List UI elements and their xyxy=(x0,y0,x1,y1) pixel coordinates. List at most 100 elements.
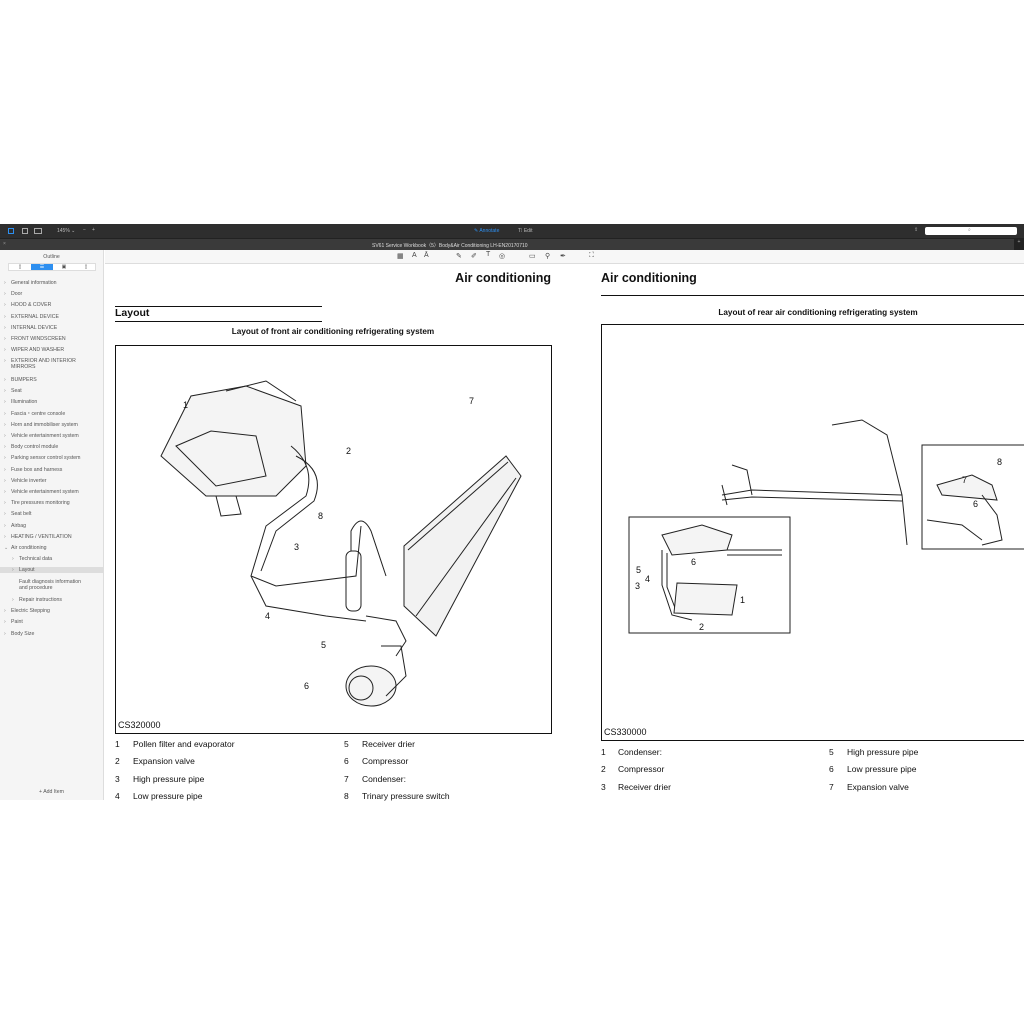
text-highlight-icon[interactable]: Ā xyxy=(424,252,429,259)
sidebar-item[interactable]: ›Technical data xyxy=(4,556,102,562)
chevron-right-icon[interactable]: › xyxy=(4,511,6,518)
chevron-right-icon[interactable]: › xyxy=(4,399,6,406)
sidebar-item[interactable]: ›Paint xyxy=(4,619,102,625)
chevron-right-icon[interactable]: › xyxy=(12,567,14,574)
outline-tab-icon[interactable]: ☰ xyxy=(31,264,53,270)
image-tab-icon[interactable]: ▣ xyxy=(61,264,67,270)
sidebar-item[interactable]: ›Fascia・centre console xyxy=(4,411,102,417)
chevron-right-icon[interactable]: › xyxy=(4,421,6,428)
legend-label: Trinary pressure switch xyxy=(362,790,450,801)
sidebar-item[interactable]: ›Vehicle entertainment system xyxy=(4,433,102,439)
crop-icon[interactable]: ⛶ xyxy=(589,252,594,259)
edit-button[interactable]: T⁞ Edit xyxy=(518,228,533,234)
text-style-icon[interactable]: A xyxy=(412,252,417,259)
text-box-icon[interactable]: ▦ xyxy=(397,253,404,260)
sidebar-item[interactable]: ›Body Size xyxy=(4,631,102,637)
zoom-select[interactable]: 145% ⌄ xyxy=(57,228,76,234)
sidebar-item[interactable]: ›Tire pressures monitoring xyxy=(4,500,102,506)
stamp-icon[interactable]: ⚲ xyxy=(545,253,551,260)
chevron-right-icon[interactable]: › xyxy=(4,500,6,507)
sidebar-item[interactable]: ›Seat belt xyxy=(4,511,102,517)
sidebar-item[interactable]: ›HOOD & COVER xyxy=(4,302,102,308)
sidebar-item[interactable]: ›Horn and immobiliser system xyxy=(4,422,102,428)
divider xyxy=(115,321,322,322)
sidebar-item[interactable]: ›Body control module xyxy=(4,444,102,450)
chevron-right-icon[interactable]: › xyxy=(4,302,6,309)
chevron-down-icon[interactable]: ⌄ xyxy=(4,544,9,551)
chevron-right-icon[interactable]: › xyxy=(4,466,6,473)
sidebar-item[interactable]: ›Vehicle entertainment system xyxy=(4,489,102,495)
sidebar-item[interactable]: ›General information xyxy=(4,280,102,286)
single-page-view-icon[interactable] xyxy=(8,228,14,234)
callout-4: 4 xyxy=(265,611,271,621)
add-item-button[interactable]: + Add Item xyxy=(39,789,64,795)
sidebar-item[interactable]: ⌄Air conditioning xyxy=(4,545,102,551)
zoom-in-button[interactable]: + xyxy=(92,227,95,233)
legend-number: 2 xyxy=(115,756,120,767)
sidebar-item[interactable]: › Layout xyxy=(0,567,103,574)
sidebar-item[interactable]: ›Vehicle inverter xyxy=(4,478,102,484)
grid-view-icon[interactable] xyxy=(22,228,28,234)
sidebar-title: Outline xyxy=(43,254,60,260)
chevron-right-icon[interactable]: › xyxy=(4,432,6,439)
pencil-icon[interactable]: ✎ xyxy=(456,253,462,260)
signature-icon[interactable]: ✒ xyxy=(560,253,566,260)
left-figure-subtitle: Layout of front air conditioning refrige… xyxy=(231,327,435,336)
sidebar-item[interactable]: ›Parking sensor control system xyxy=(4,455,102,461)
sidebar-item[interactable]: ›INTERNAL DEVICE xyxy=(4,325,102,331)
sidebar-item[interactable]: ›Illumination xyxy=(4,399,102,405)
zoom-out-button[interactable]: − xyxy=(83,227,86,233)
chevron-right-icon[interactable]: › xyxy=(4,477,6,484)
chevron-right-icon[interactable]: › xyxy=(4,410,6,417)
page-tab-icon[interactable]: ▯ xyxy=(84,264,88,270)
chevron-right-icon[interactable]: › xyxy=(12,597,14,603)
chevron-right-icon[interactable]: › xyxy=(12,556,14,563)
chevron-right-icon[interactable]: › xyxy=(4,630,6,637)
sidebar-item[interactable]: ›Fuse box and harness xyxy=(4,467,102,473)
sidebar-item[interactable]: ›Airbag xyxy=(4,523,102,529)
chevron-right-icon[interactable]: › xyxy=(4,376,6,383)
right-page-title: Air conditioning xyxy=(601,271,697,285)
chevron-right-icon[interactable]: › xyxy=(4,455,6,462)
bookmark-tab-icon[interactable]: ▯ xyxy=(18,264,22,270)
rear-ac-drawing xyxy=(628,419,1024,634)
chevron-right-icon[interactable]: › xyxy=(4,313,6,320)
share-icon[interactable]: ⇪ xyxy=(914,227,919,233)
sidebar-item[interactable]: ›Repair instructions xyxy=(4,597,102,603)
chevron-right-icon[interactable]: › xyxy=(4,291,6,298)
highlighter-icon[interactable]: ✐ xyxy=(471,253,477,260)
new-tab-button[interactable]: + xyxy=(1014,239,1024,251)
sidebar-item[interactable]: ›WIPER AND WASHER xyxy=(4,347,102,353)
chevron-right-icon[interactable]: › xyxy=(4,533,6,540)
chevron-right-icon[interactable]: › xyxy=(4,608,6,615)
chevron-right-icon[interactable]: › xyxy=(4,324,6,331)
sidebar-item[interactable]: ›EXTERNAL DEVICE xyxy=(4,314,102,320)
chevron-right-icon[interactable]: › xyxy=(4,347,6,354)
shapes-icon[interactable]: ◎ xyxy=(499,253,506,260)
text-tool-icon[interactable]: T xyxy=(486,251,491,258)
sidebar-item[interactable]: ›BUMPERS xyxy=(4,377,102,383)
chevron-right-icon[interactable]: › xyxy=(4,619,6,626)
sidebar-item-label: Layout xyxy=(19,567,35,574)
search-input[interactable] xyxy=(925,227,1017,235)
chevron-right-icon[interactable]: › xyxy=(4,488,6,495)
sidebar-item[interactable]: ›Door xyxy=(4,291,102,297)
sidebar-item[interactable]: ›HEATING / VENTILATION xyxy=(4,534,102,540)
sidebar-item[interactable]: ›Electric Stepping xyxy=(4,608,102,614)
chevron-right-icon[interactable]: › xyxy=(4,444,6,451)
sidebar-item[interactable]: ›Seat xyxy=(4,388,102,394)
thumbnail-view-icon[interactable] xyxy=(34,228,42,234)
chevron-right-icon[interactable]: › xyxy=(4,388,6,395)
comment-icon[interactable]: ▭ xyxy=(529,253,536,260)
section-title: Layout xyxy=(115,307,150,319)
sidebar-item[interactable]: ›FRONT WINDSCREEN xyxy=(4,336,102,342)
close-tab-button[interactable]: × xyxy=(3,241,6,247)
chevron-right-icon[interactable]: › xyxy=(4,522,6,529)
chevron-right-icon[interactable]: › xyxy=(4,280,6,286)
chevron-right-icon[interactable]: › xyxy=(4,358,6,365)
chevron-right-icon[interactable]: › xyxy=(4,336,6,342)
annotation-toolbar: ▦ A Ā ✎ ✐ T ◎ ▭ ⚲ ✒ ⛶ xyxy=(105,250,1024,264)
annotate-button[interactable]: ✎ Annotate xyxy=(474,228,500,234)
